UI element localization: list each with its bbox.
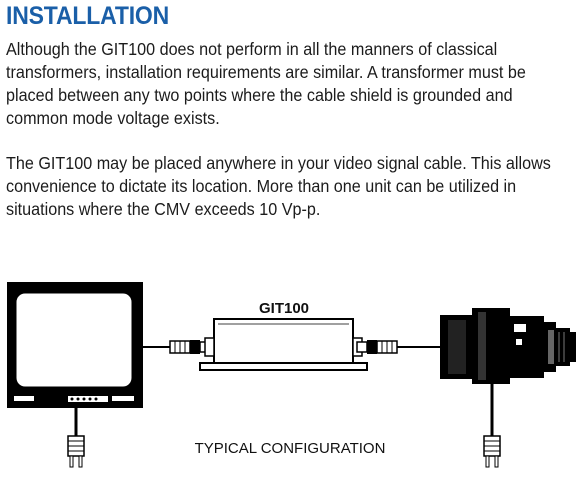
paragraph-installation-requirements: Although the GIT100 does not perform in … xyxy=(6,38,547,130)
paragraph-line: common mode voltage exists. xyxy=(6,108,220,128)
diagram-caption: TYPICAL CONFIGURATION xyxy=(195,440,386,457)
paragraph-placement: The GIT100 may be placed anywhere in you… xyxy=(6,152,551,221)
section-heading: INSTALLATION xyxy=(6,2,170,30)
camera-icon xyxy=(440,308,576,436)
paragraph-line: situations where the CMV exceeds 10 Vp-p… xyxy=(6,199,321,219)
bnc-connector-icon xyxy=(356,340,398,354)
power-plug-icon xyxy=(483,435,501,468)
device-label: GIT100 xyxy=(259,300,309,317)
typical-configuration-diagram: GIT100 TYPICAL CONFIGURATI xyxy=(7,282,576,468)
monitor-icon xyxy=(7,282,143,436)
paragraph-line: placed between any two points where the … xyxy=(6,85,513,105)
power-plug-icon xyxy=(67,435,85,468)
paragraph-line: The GIT100 may be placed anywhere in you… xyxy=(6,153,551,173)
paragraph-line: Although the GIT100 does not perform in … xyxy=(6,39,498,59)
bnc-connector-icon xyxy=(169,340,211,354)
paragraph-line: transformers, installation requirements … xyxy=(6,62,526,82)
paragraph-line: convenience to dictate its location. Mor… xyxy=(6,176,517,196)
git100-transformer-icon xyxy=(199,318,368,371)
